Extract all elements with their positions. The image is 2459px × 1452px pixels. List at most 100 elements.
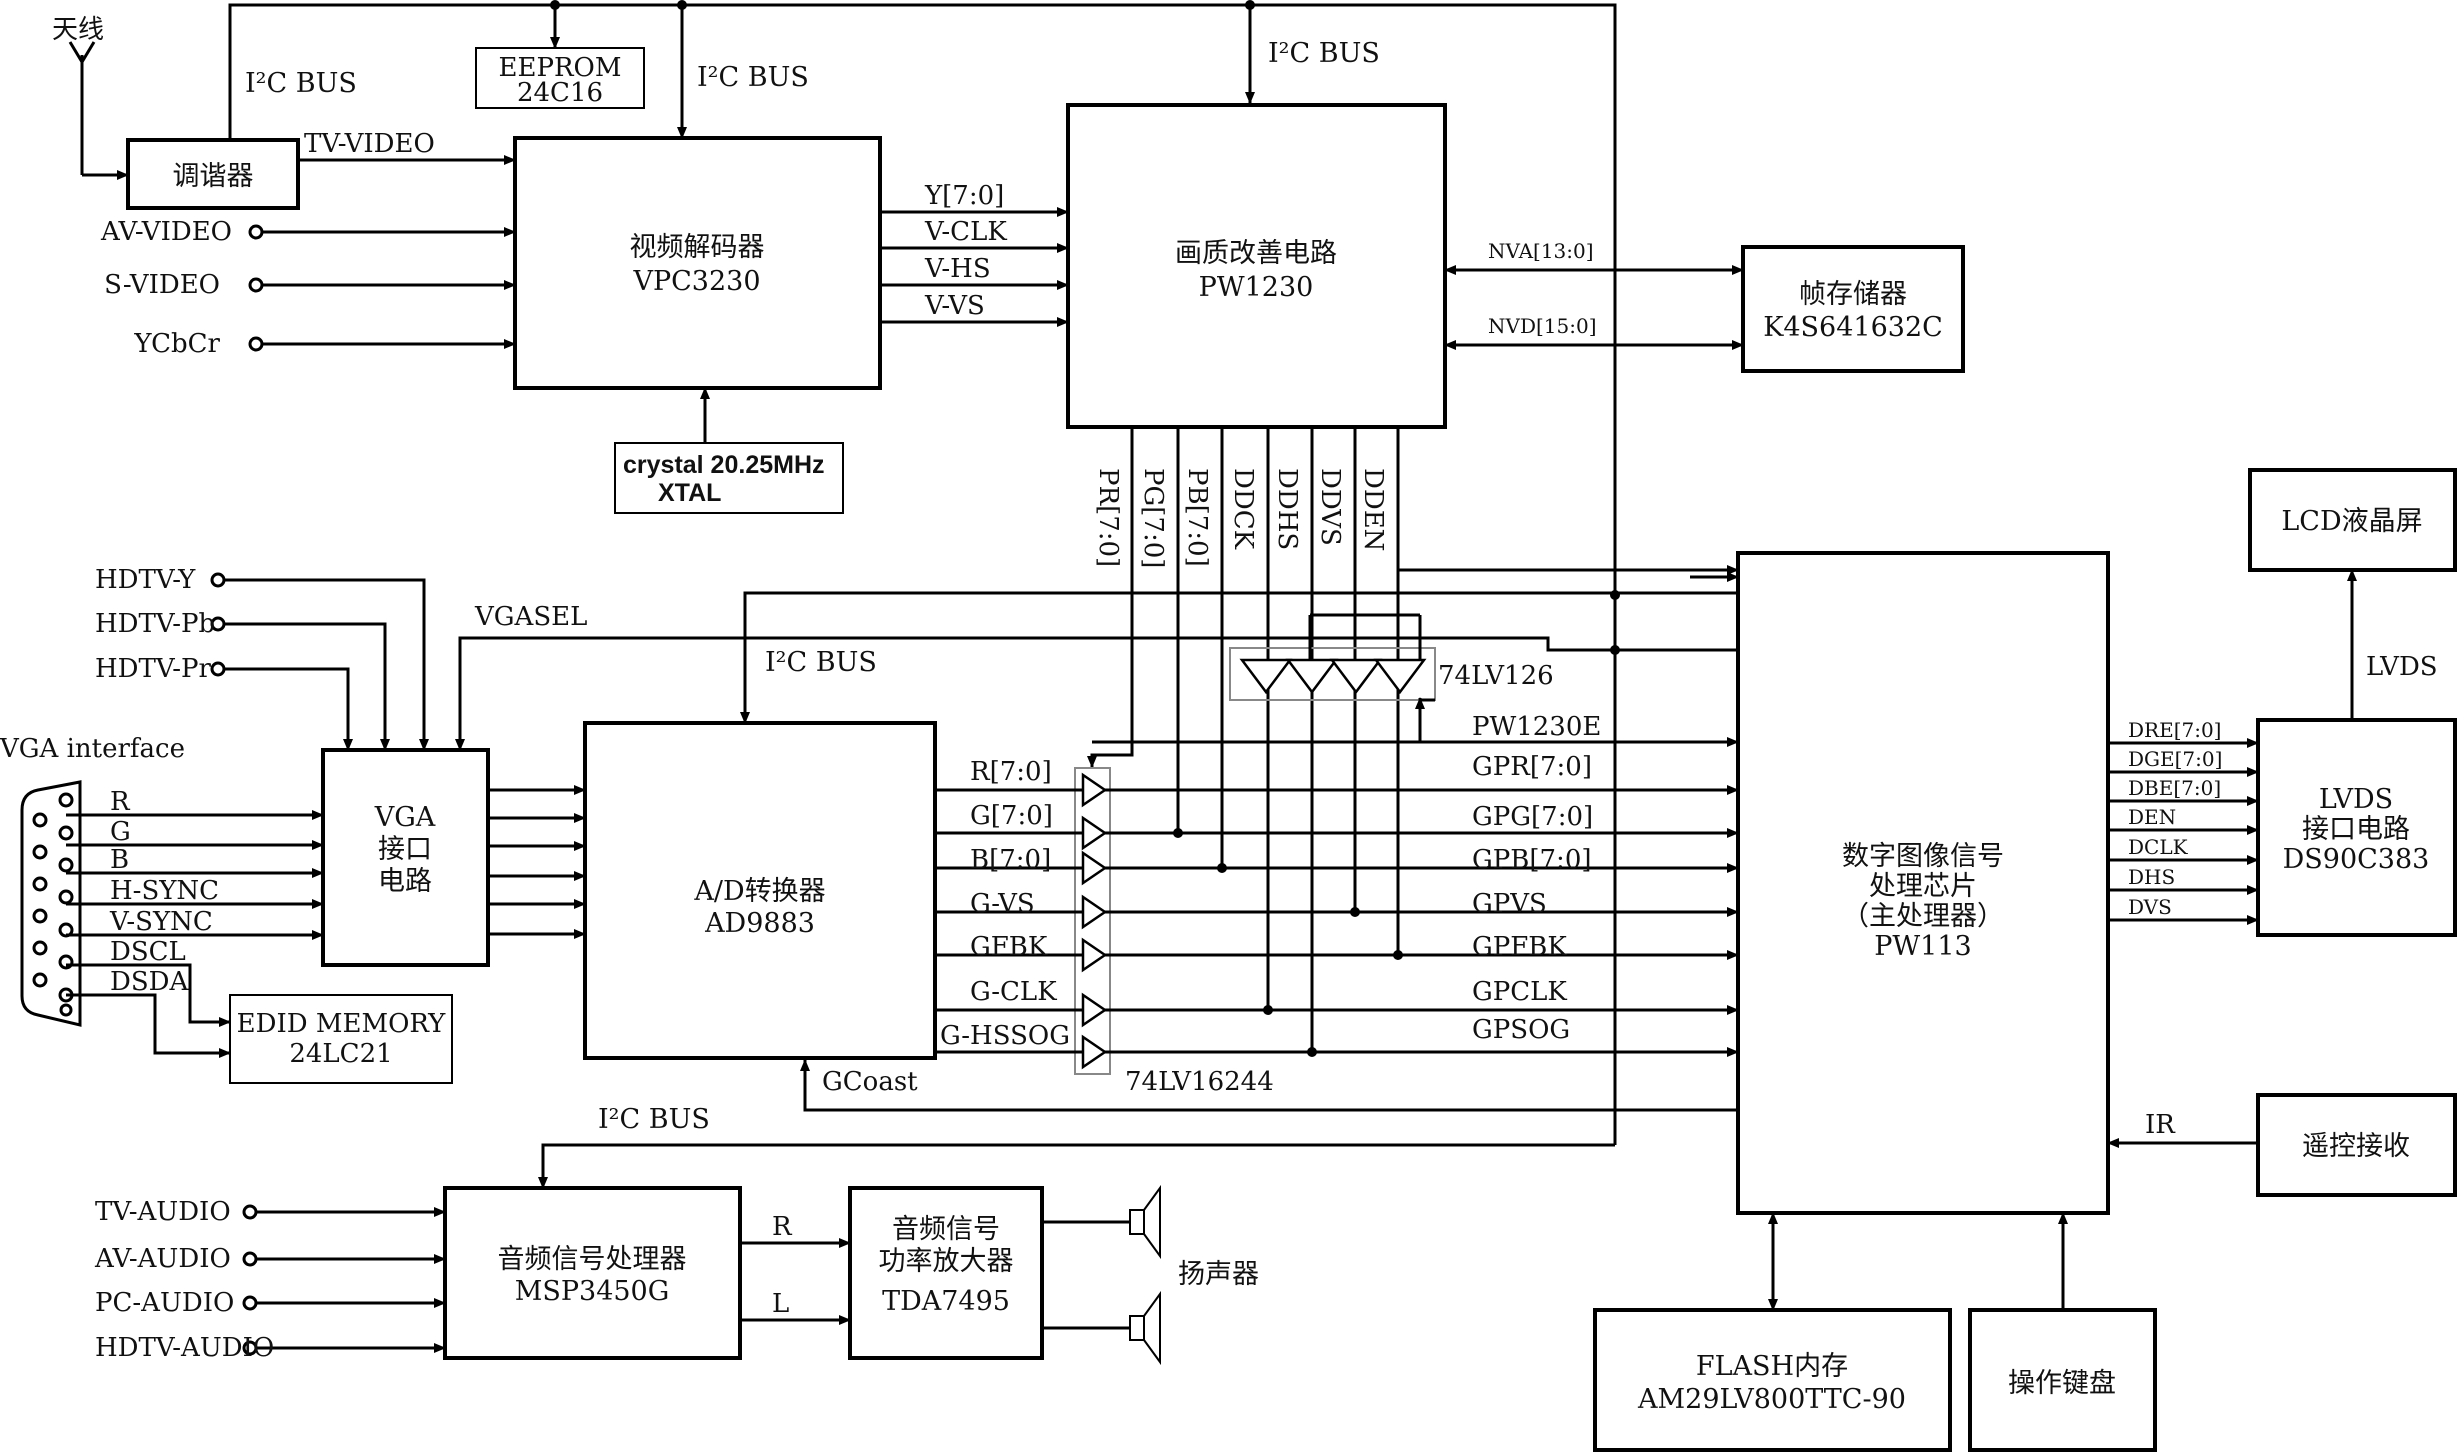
dre-label: DRE[7:0]	[2128, 718, 2222, 742]
picture-enhancer-line1: 画质改善电路	[1175, 238, 1337, 269]
eeprom-line1: EEPROM	[499, 53, 622, 83]
frame-memory-line1: 帧存储器	[1799, 279, 1907, 310]
vgasel-label: VGASEL	[474, 602, 587, 632]
gvs-label: G-VS	[970, 889, 1035, 919]
hdtv-audio-label: HDTV-AUDIO	[95, 1333, 274, 1363]
audio-processor-line2: MSP3450G	[515, 1276, 670, 1307]
av-video-label: AV-VIDEO	[100, 217, 232, 247]
gpvs-label: GPVS	[1472, 889, 1547, 919]
audio-inputs	[242, 1204, 446, 1356]
antenna-icon	[68, 41, 129, 180]
main-line3: （主处理器）	[1842, 901, 2004, 932]
main-line2: 处理芯片	[1869, 871, 1977, 902]
video-inputs	[248, 224, 516, 352]
pg70-label: PG[7:0]	[1138, 468, 1168, 568]
ghssog-label: G-HSSOG	[940, 1021, 1070, 1051]
edid-line2: 24LC21	[289, 1039, 392, 1069]
lvds-line2: 接口电路	[2302, 814, 2410, 845]
vvs-label: V-VS	[924, 291, 985, 321]
audio-l-label: L	[772, 1289, 789, 1319]
buf126-label: 74LV126	[1438, 661, 1554, 691]
flash-line1: FLASH内存	[1696, 1351, 1848, 1382]
vga-circuit-line1: VGA	[374, 802, 436, 833]
pc-audio-label: PC-AUDIO	[95, 1288, 234, 1318]
gpclk-label: GPCLK	[1472, 977, 1567, 1007]
ad-converter-block	[583, 721, 937, 1060]
video-decoder-line2: VPC3230	[632, 266, 760, 297]
gcoast-label: GCoast	[822, 1067, 918, 1097]
main-line1: 数字图像信号	[1842, 841, 2004, 872]
nvd-label: NVD[15:0]	[1488, 314, 1597, 338]
crystal-line1: crystal 20.25MHz	[623, 451, 825, 479]
g70-label: G[7:0]	[970, 801, 1053, 831]
vga-circuit-line2: 接口	[378, 834, 432, 865]
top-i2c-bus	[225, 0, 1620, 1145]
remote-receiver-label: 遥控接收	[2302, 1131, 2410, 1162]
hdtv-pb-label: HDTV-Pb	[95, 609, 215, 639]
buffer-74lv16244	[1074, 767, 1111, 1075]
lcd-label: LCD液晶屏	[2281, 506, 2422, 537]
eeprom-line2: 24C16	[517, 78, 603, 108]
gpfbk-label: GPFBK	[1472, 932, 1567, 962]
buf16244-label: 74LV16244	[1125, 1067, 1274, 1097]
pr70-label: PR[7:0]	[1093, 468, 1123, 567]
i2c-label-audio: I²C BUS	[598, 1104, 710, 1135]
gpg-label: GPG[7:0]	[1472, 802, 1593, 832]
audio-r-label: R	[772, 1212, 793, 1242]
gpb-label: GPB[7:0]	[1472, 845, 1592, 875]
edid-memory-block	[229, 994, 453, 1084]
video-decoder-line1: 视频解码器	[630, 232, 765, 263]
vga-b-label: B	[110, 845, 129, 875]
i2c-label-ad: I²C BUS	[765, 647, 877, 678]
vga-connector-icon	[20, 780, 82, 1027]
vclk-label: V-CLK	[924, 217, 1007, 247]
i2c-label-tuner: I²C BUS	[245, 68, 357, 99]
ad-line2: AD9883	[704, 908, 815, 939]
ddhs-label: DDHS	[1272, 468, 1302, 550]
ad-line1: A/D转换器	[693, 876, 825, 907]
den-label: DEN	[2128, 805, 2176, 829]
hdtv-pr-label: HDTV-Pr	[95, 654, 212, 684]
speaker-label: 扬声器	[1178, 1259, 1259, 1290]
b70-label: B[7:0]	[970, 845, 1051, 875]
main-line4: PW113	[1874, 931, 1971, 962]
ad-output-lines	[935, 785, 1739, 1057]
eeprom-block	[475, 47, 645, 109]
audio-processor-line1: 音频信号处理器	[498, 1244, 687, 1275]
lvds-link-label: LVDS	[2366, 652, 2438, 682]
lcd-block	[2248, 468, 2457, 572]
hdtv-inputs	[210, 572, 429, 751]
video-decoder-block	[513, 136, 882, 390]
antenna-label: 天线	[52, 15, 104, 45]
audio-amplifier-block	[848, 1186, 1044, 1360]
crystal-line2: XTAL	[658, 479, 721, 507]
dbe-label: DBE[7:0]	[2128, 776, 2221, 800]
flash-line2: AM29LV800TTC-90	[1637, 1384, 1906, 1415]
audio-amp-line1: 音频信号	[892, 1214, 1000, 1245]
tv-video-label: TV-VIDEO	[304, 129, 435, 159]
i2c-label-decoder: I²C BUS	[697, 62, 809, 93]
gfbk-label: GFBK	[970, 932, 1048, 962]
keyboard-label: 操作键盘	[2008, 1368, 2116, 1399]
main-to-lvds-lines	[2108, 738, 2259, 925]
r70-label: R[7:0]	[970, 757, 1052, 787]
remote-receiver-block	[2256, 1093, 2457, 1197]
nva-label: NVA[13:0]	[1488, 239, 1594, 263]
audio-processor-block	[443, 1186, 742, 1360]
ycbcr-label: YCbCr	[133, 329, 220, 359]
lvds-line1: LVDS	[2319, 784, 2393, 815]
tv-audio-label: TV-AUDIO	[95, 1197, 231, 1227]
audio-amp-line3: TDA7495	[882, 1286, 1010, 1317]
picture-enhancer-block	[1066, 103, 1447, 429]
edid-line1: EDID MEMORY	[237, 1009, 447, 1039]
av-audio-label: AV-AUDIO	[94, 1244, 231, 1274]
tuner-block	[126, 138, 300, 210]
buffer-74lv126	[1229, 613, 1436, 742]
ir-label: IR	[2145, 1110, 2176, 1140]
vga-interface-circuit-block	[321, 748, 490, 967]
gpr-label: GPR[7:0]	[1472, 752, 1592, 782]
vga-signal-lines	[66, 810, 324, 1058]
flash-block	[1593, 1308, 1952, 1452]
ddvs-label: DDVS	[1315, 468, 1345, 546]
speaker-icon	[1042, 1184, 1161, 1366]
